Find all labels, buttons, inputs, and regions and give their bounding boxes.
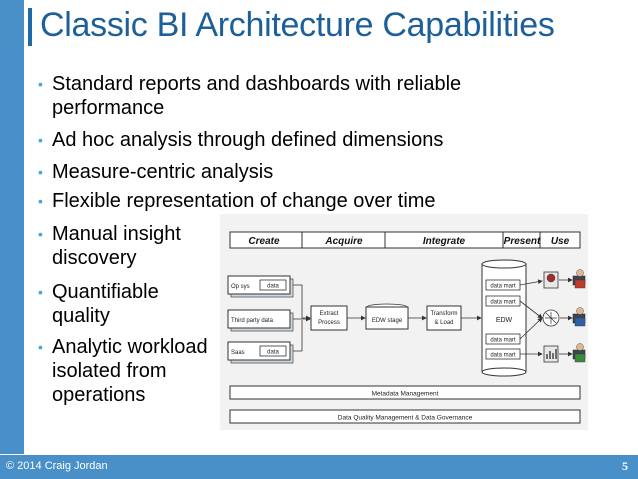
bullet-text-line: performance — [52, 97, 165, 119]
bullet-text-line: Ad hoc analysis through defined dimensio… — [52, 129, 444, 151]
bullet-text-line: Standard reports and dashboards with rel… — [52, 73, 462, 95]
transform-label-line: Transform — [430, 311, 457, 317]
title-accent-bar — [28, 8, 32, 46]
edw-label: EDW — [496, 317, 513, 324]
bullet-text-line: Flexible representation of change over t… — [52, 190, 436, 212]
bullet-marker: • — [38, 226, 43, 242]
footer-bar: © 2014 Craig Jordan 5 — [0, 455, 638, 479]
source-data-tag — [259, 345, 287, 357]
bullet-text-line: discovery — [52, 247, 137, 269]
source-label: Third party data — [231, 318, 274, 324]
source-data-tag-label: data — [267, 284, 279, 290]
stage-label: Create — [248, 236, 280, 247]
bullet-marker: • — [38, 284, 43, 300]
user-body-icon — [574, 279, 586, 289]
edw-cylinder-bottom — [481, 367, 527, 377]
arrow-connector — [293, 320, 303, 352]
stage-label: Present — [504, 236, 541, 247]
source-label: Saas — [231, 350, 245, 356]
data-governance-bar — [229, 409, 581, 424]
bullet-text-line: isolated from — [52, 360, 167, 382]
source-label: Op sys — [231, 284, 250, 290]
extract-label-line: Process — [318, 320, 340, 326]
source-data-tag-label: data — [267, 350, 279, 356]
source-box — [227, 309, 291, 329]
metadata-management-bar — [229, 385, 581, 400]
transform-label-line: & Load — [434, 320, 453, 326]
transform-load-box — [426, 305, 462, 331]
arrow-connector — [519, 317, 543, 340]
bullet-item: • Standard reports and dashboards with re… — [38, 72, 462, 120]
bullet-marker: • — [38, 164, 43, 180]
page-number: 5 — [622, 459, 628, 473]
bullet-text-line: Quantifiable — [52, 281, 159, 303]
user-head-icon — [576, 307, 584, 315]
report-pie-icon — [546, 273, 556, 283]
bullet-text-line: Measure-centric analysis — [52, 161, 274, 183]
architecture-diagram: Create Acquire Integrate Present Use Op sys d… — [220, 214, 588, 430]
data-governance-label: Data Quality Management & Data Governanc… — [338, 415, 473, 422]
bullet-item: • Measure-centric analysis — [38, 160, 274, 184]
user-body-icon — [574, 353, 586, 363]
data-mart-label: data mart — [490, 338, 516, 344]
arrow-connector — [519, 279, 543, 286]
user-head-icon — [576, 343, 584, 351]
chart-bars-icon — [546, 349, 557, 359]
arrow-connector — [519, 300, 543, 319]
bullet-marker: • — [38, 132, 43, 148]
bullet-marker: • — [38, 339, 43, 355]
bullet-text-line: Manual insight — [52, 223, 181, 245]
source-data-tag — [259, 279, 287, 291]
metadata-management-label: Metadata Management — [372, 391, 439, 398]
data-mart-label: data mart — [490, 353, 516, 359]
user-head-icon — [576, 269, 584, 277]
bullet-item: • Flexible representation of change over … — [38, 189, 436, 213]
extract-label-line: Extract — [320, 311, 339, 317]
stage-label: Integrate — [423, 236, 466, 247]
left-accent-band — [0, 0, 24, 454]
slide-title: Classic BI Architecture Capabilities — [40, 6, 555, 44]
dashboard-gauge-marks — [545, 312, 557, 324]
stage-label: Use — [551, 236, 570, 247]
edw-cylinder-top — [481, 259, 527, 269]
bullet-marker: • — [38, 76, 43, 92]
extract-process-box — [310, 305, 348, 331]
stage-label: Acquire — [324, 236, 363, 247]
stage-bar-frame — [229, 231, 581, 249]
data-mart-label: data mart — [490, 284, 516, 290]
bullet-text-line: Analytic workload — [52, 336, 208, 358]
footer-copyright: © 2014 Craig Jordan — [6, 460, 108, 472]
bullet-item: • Ad hoc analysis through defined dimensi… — [38, 128, 444, 152]
stage-header-bar: Create Acquire Integrate Present Use — [229, 231, 581, 249]
bullet-text-line: quality — [52, 305, 110, 327]
bullet-marker: • — [38, 193, 43, 209]
data-mart-label: data mart — [490, 300, 516, 306]
edw-stage-label: EDW stage — [372, 318, 403, 324]
bullet-text-line: operations — [52, 384, 146, 406]
user-body-icon — [574, 317, 586, 327]
